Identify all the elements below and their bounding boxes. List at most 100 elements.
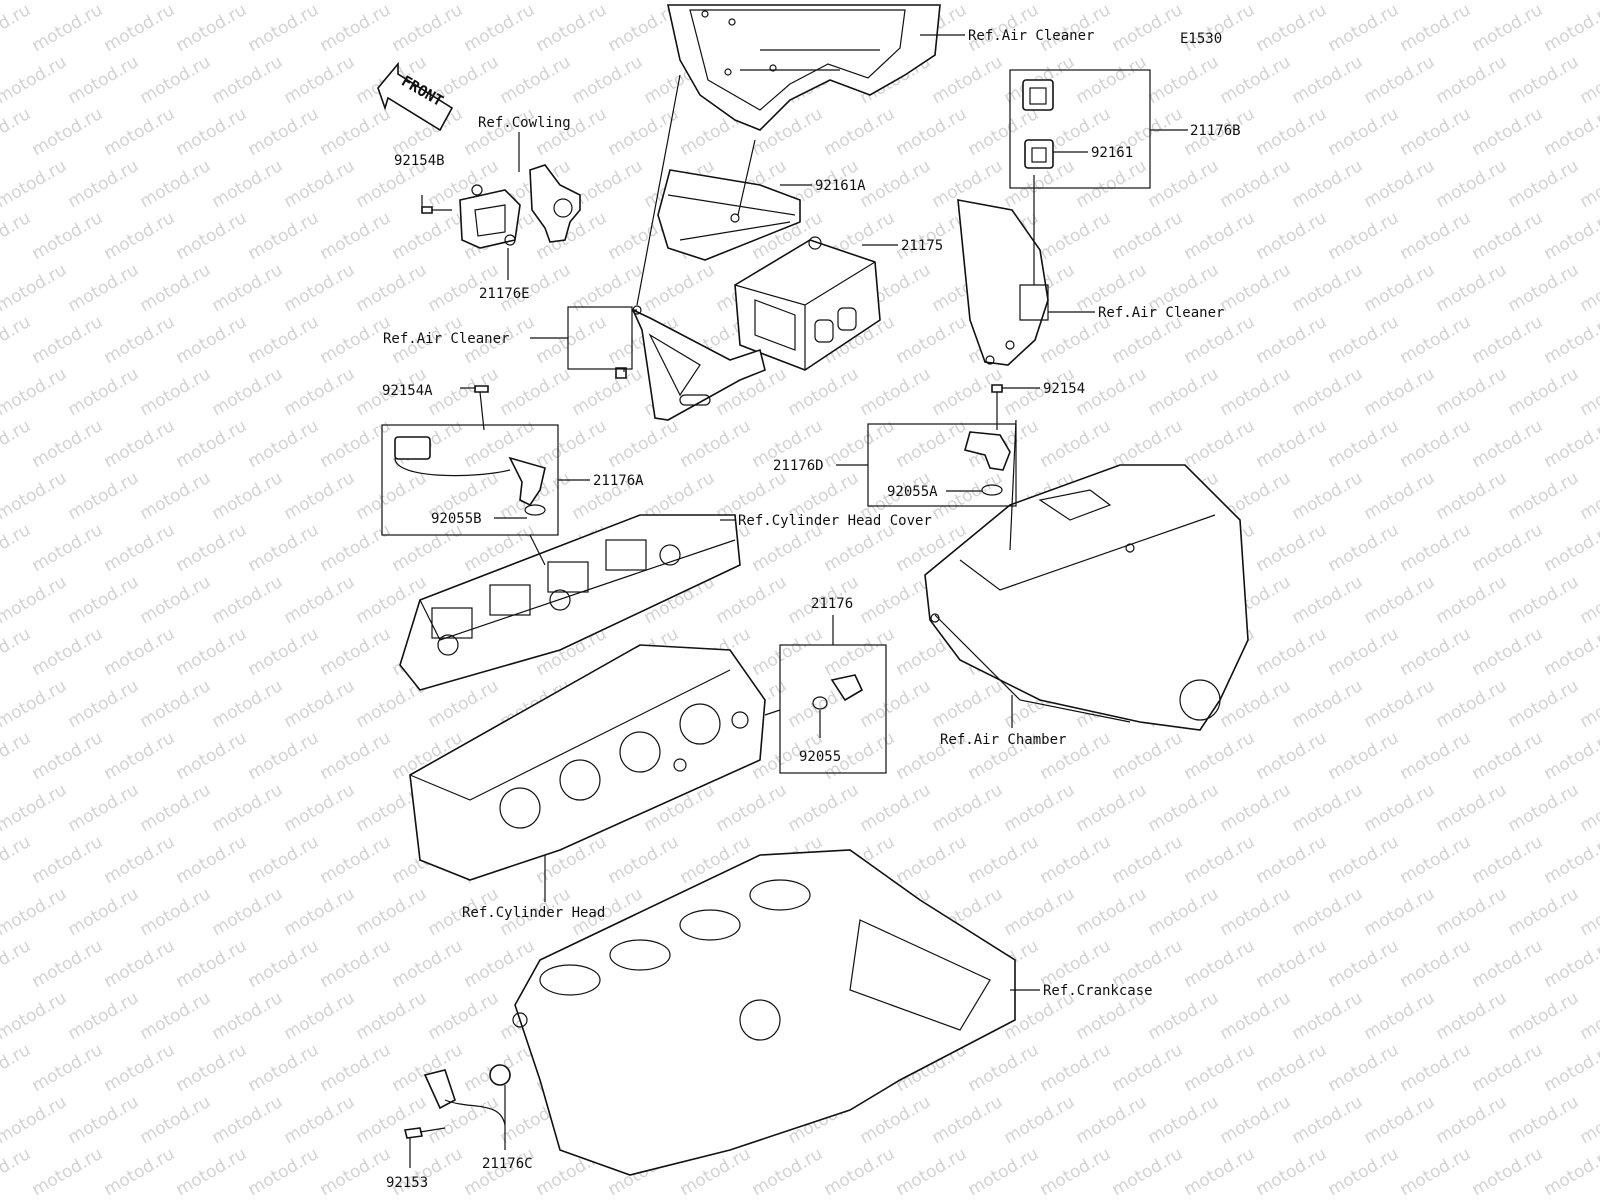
labels: E1530 Ref.Air Cleaner Ref.Cowling 92154B… [382,28,1241,1191]
watermark-text: motod.ru [1469,104,1547,160]
watermark-text: motod.ru [425,364,503,420]
watermark-text: motod.ru [353,1092,431,1148]
watermark-text: motod.ru [0,104,34,160]
watermark-text: motod.ru [0,520,34,576]
watermark-text: motod.ru [1469,728,1547,784]
watermark-text: motod.ru [29,1144,107,1200]
watermark-text: motod.ru [1253,104,1331,160]
watermark-text: motod.ru [1577,572,1600,628]
watermark-text: motod.ru [353,988,431,1044]
watermark-text: motod.ru [857,572,935,628]
watermark-text: motod.ru [0,52,70,108]
watermark-text: motod.ru [569,260,647,316]
watermark-text: motod.ru [1109,416,1187,472]
watermark-text: motod.ru [1577,0,1600,4]
watermark-text: motod.ru [0,884,70,940]
watermark-text: motod.ru [0,156,70,212]
watermark-text: motod.ru [281,572,359,628]
watermark-text: motod.ru [389,936,467,992]
watermark-text: motod.ru [1253,312,1331,368]
watermark-text: motod.ru [137,156,215,212]
watermark-text: motod.ru [1109,0,1187,56]
watermark-text: motod.ru [65,884,143,940]
watermark-text: motod.ru [1469,416,1547,472]
watermark-text: motod.ru [893,208,971,264]
leader-lines [381,34,1188,1168]
watermark-text: motod.ru [29,104,107,160]
watermark-text: motod.ru [281,52,359,108]
watermark-text: motod.ru [785,364,863,420]
watermark-text: motod.ru [1433,468,1511,524]
watermark-text: motod.ru [1253,624,1331,680]
sensor-21176D [964,384,1011,496]
watermark-text: motod.ru [173,520,251,576]
watermark-text: motod.ru [281,988,359,1044]
watermark-text: motod.ru [1289,676,1367,732]
watermark-text: motod.ru [1037,208,1115,264]
watermark-text: motod.ru [461,104,539,160]
watermark-text: motod.ru [1001,884,1079,940]
watermark-text: motod.ru [0,676,70,732]
watermark-text: motod.ru [1541,312,1600,368]
watermark-text: motod.ru [173,936,251,992]
watermark-text: motod.ru [1577,676,1600,732]
watermark-text: motod.ru [317,208,395,264]
watermark-text: motod.ru [1325,520,1403,576]
label-21176C: 21176C [482,1156,533,1172]
watermark-text: motod.ru [497,364,575,420]
watermark-text: motod.ru [173,832,251,888]
watermark-text: motod.ru [1253,0,1331,56]
watermark-text: motod.ru [857,156,935,212]
watermark-text: motod.ru [137,52,215,108]
watermark-text: motod.ru [137,780,215,836]
watermark-text: motod.ru [1469,624,1547,680]
watermark-text: motod.ru [137,364,215,420]
watermark-text: motod.ru [65,676,143,732]
watermark-text: motod.ru [1469,1144,1547,1200]
watermark-text: motod.ru [1469,0,1547,56]
watermark-text: motod.ru [209,988,287,1044]
watermark-text: motod.ru [1037,416,1115,472]
watermark-text: motod.ru [1289,468,1367,524]
watermark-text: motod.ru [137,884,215,940]
label-21175: 21175 [901,238,943,254]
watermark-text: motod.ru [101,104,179,160]
watermark-text: motod.ru [965,1144,1043,1200]
sensor-21176E [421,164,581,249]
watermark-text: motod.ru [533,104,611,160]
watermark-text: motod.ru [1397,936,1475,992]
watermark-text: motod.ru [29,520,107,576]
sensor-21176A [394,385,546,516]
watermark-text: motod.ru [0,1144,34,1200]
watermark-text: motod.ru [173,1040,251,1096]
watermark-text: motod.ru [821,1144,899,1200]
watermark-text: motod.ru [0,312,34,368]
watermark-text: motod.ru [425,0,503,4]
watermark-text: motod.ru [1325,416,1403,472]
watermark-text: motod.ru [1541,208,1600,264]
sensor-21176C [404,1064,511,1139]
watermark-text: motod.ru [1181,416,1259,472]
watermark-text: motod.ru [353,0,431,4]
watermark-text: motod.ru [1217,364,1295,420]
watermark-text: motod.ru [1505,156,1583,212]
watermark-text: motod.ru [1217,780,1295,836]
watermark-text: motod.ru [101,832,179,888]
cylinder-head [409,644,766,881]
watermark-text: motod.ru [1433,364,1511,420]
watermark-text: motod.ru [1361,52,1439,108]
watermark-text: motod.ru [173,104,251,160]
watermark-text: motod.ru [857,676,935,732]
watermark-text: motod.ru [281,260,359,316]
watermark-text: motod.ru [101,312,179,368]
watermark-text: motod.ru [137,0,215,4]
air-cleaner-housing [667,4,941,131]
watermark-text: motod.ru [353,260,431,316]
crankcase [512,849,1016,1176]
watermark-text: motod.ru [0,832,34,888]
watermark-text: motod.ru [1289,780,1367,836]
watermark-text: motod.ru [1397,312,1475,368]
watermark-text: motod.ru [1433,156,1511,212]
watermark-text: motod.ru [1541,416,1600,472]
